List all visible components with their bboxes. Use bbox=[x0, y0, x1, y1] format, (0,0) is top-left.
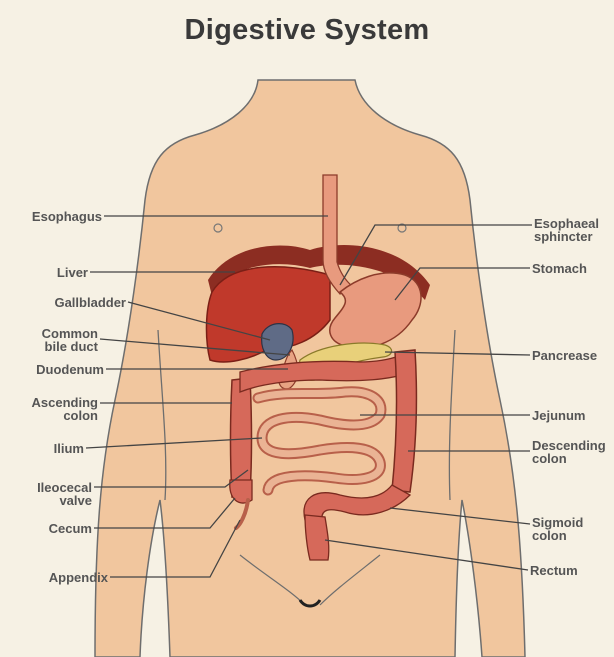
label-gallbladder: Gallbladder bbox=[8, 296, 126, 309]
label-liver: Liver bbox=[8, 266, 88, 279]
rectum bbox=[305, 515, 329, 560]
label-appendix: Appendix bbox=[8, 571, 108, 584]
label-rectum: Rectum bbox=[530, 564, 578, 577]
label-cecum: Cecum bbox=[8, 522, 92, 535]
label-esophagus: Esophagus bbox=[8, 210, 102, 223]
ascending-colon bbox=[231, 378, 252, 497]
descending-colon bbox=[392, 350, 416, 492]
label-ilium: Ilium bbox=[8, 442, 84, 455]
label-pancreas: Pancrease bbox=[532, 349, 597, 362]
label-duodenum: Duodenum bbox=[8, 363, 104, 376]
label-stomach: Stomach bbox=[532, 262, 587, 275]
label-jejunum: Jejunum bbox=[532, 409, 585, 422]
